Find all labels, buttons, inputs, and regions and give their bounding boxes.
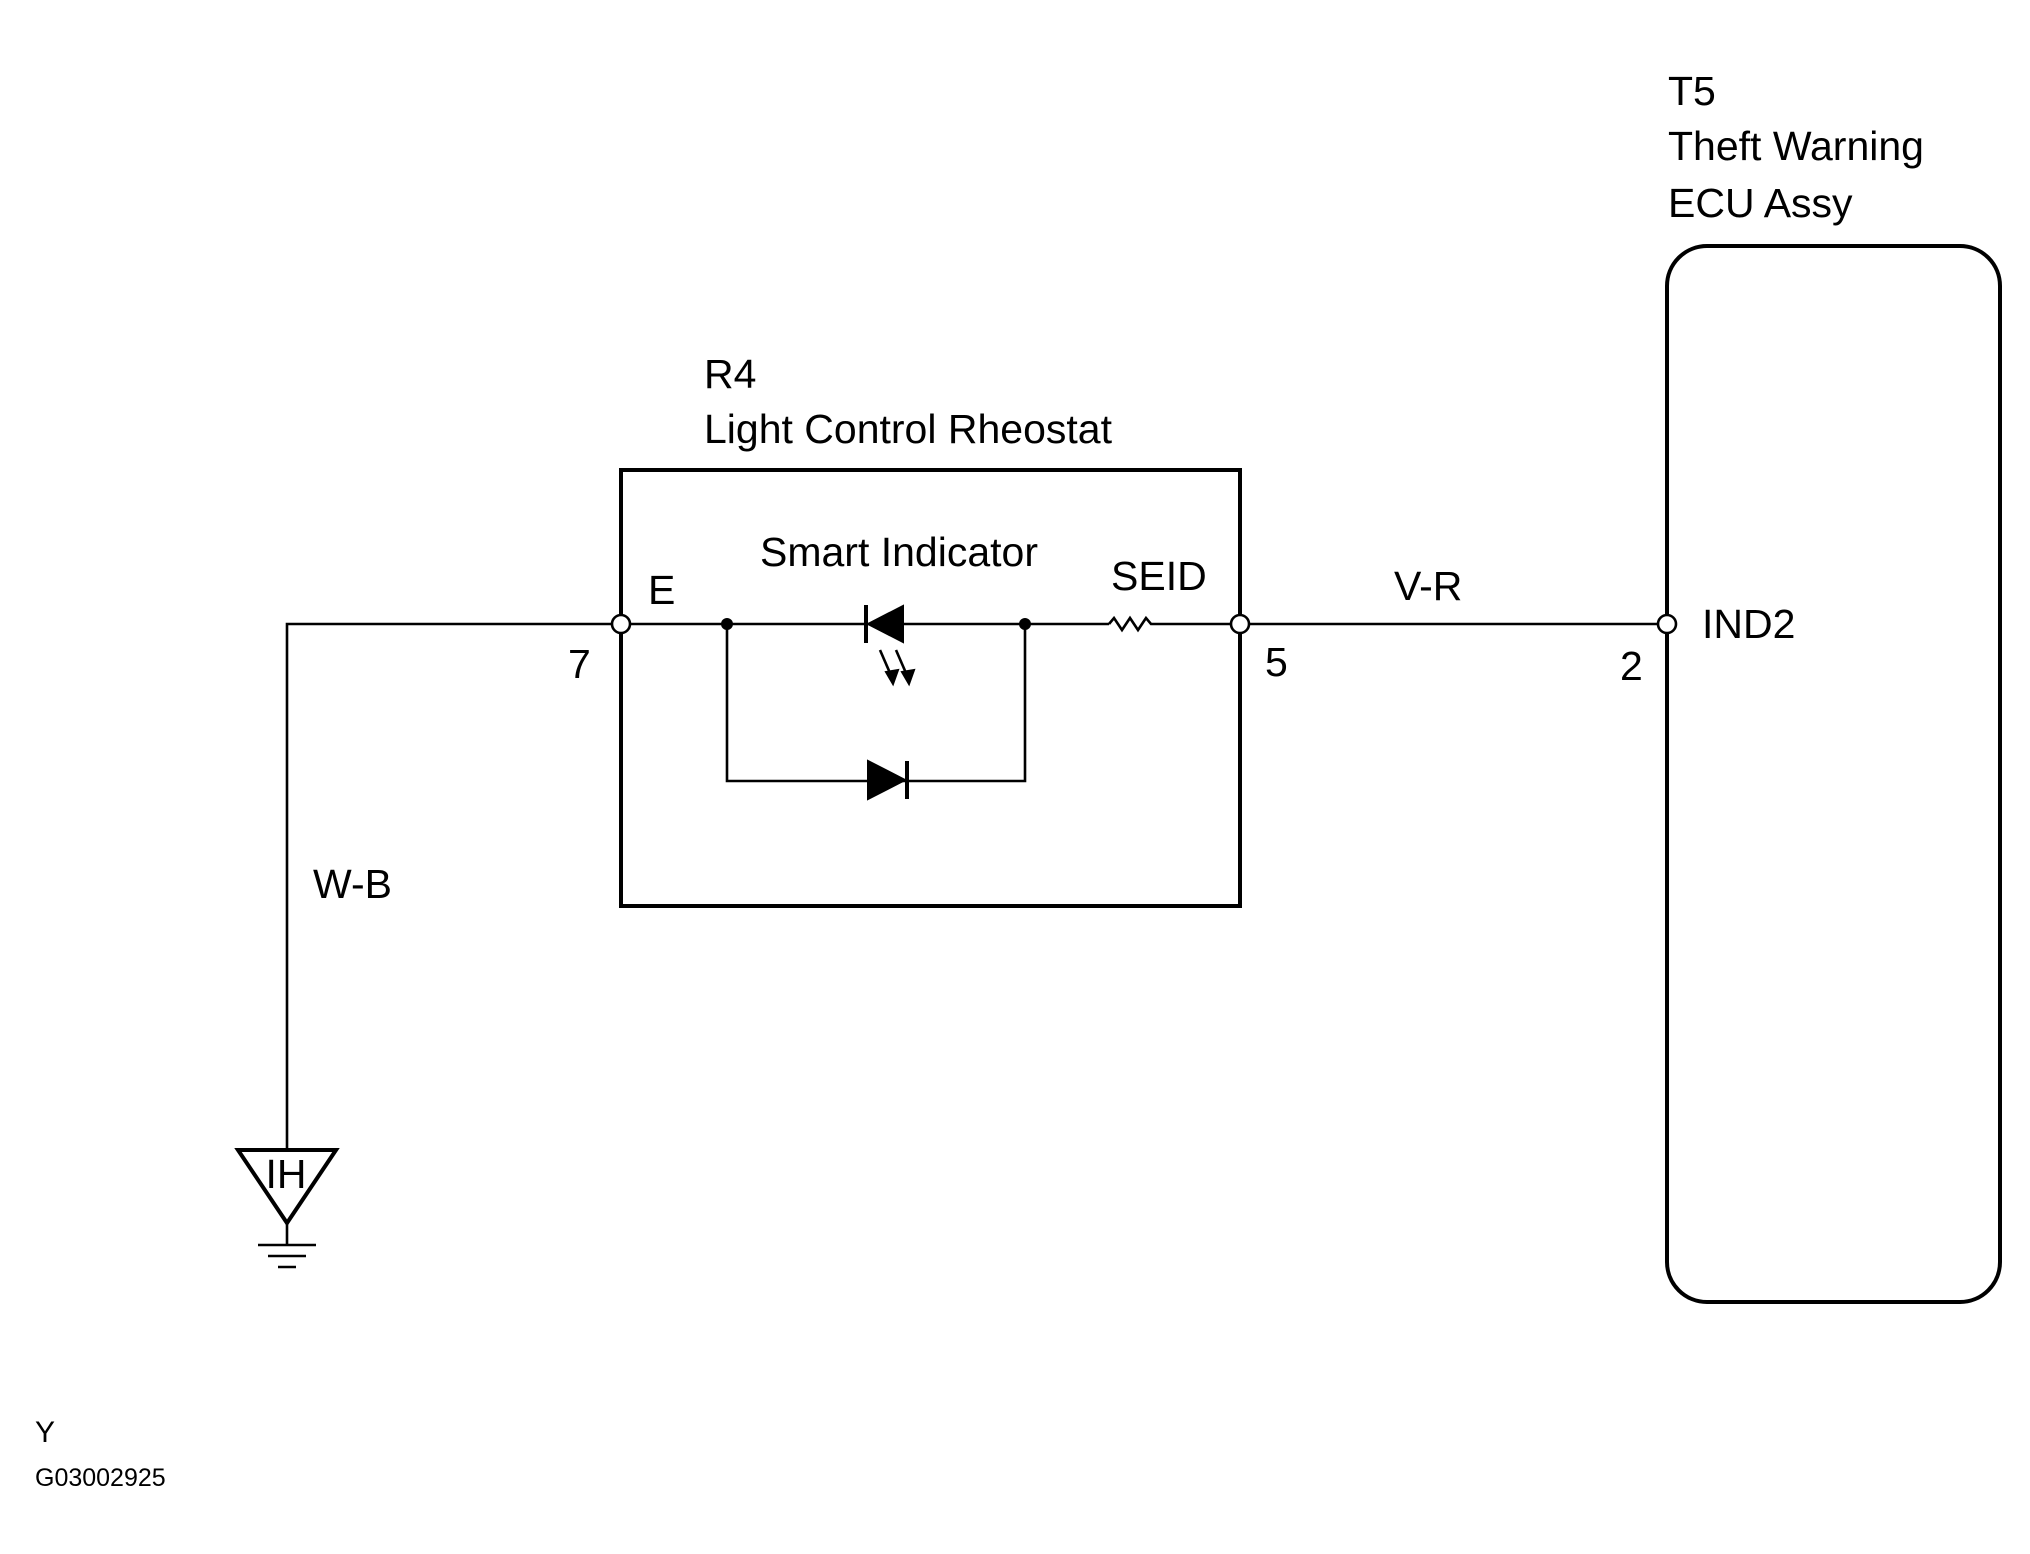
junction-dot-left [721, 618, 733, 630]
rheostat-name: Light Control Rheostat [704, 406, 1113, 452]
ecu-box [1665, 244, 2002, 1304]
ecu-name-line1: Theft Warning [1668, 123, 1924, 169]
ecu-name-line2: ECU Assy [1668, 180, 1853, 226]
junction-dot-right [1019, 618, 1031, 630]
pin-7-label: 7 [568, 641, 591, 687]
figure-code: G03002925 [35, 1464, 166, 1492]
terminal-seid-label: SEID [1111, 553, 1207, 599]
ground-wire [285, 622, 621, 1150]
indicator-bottom-branch [725, 624, 1027, 783]
ground-point-label: IH [266, 1151, 307, 1197]
connector-pin-2 [1656, 613, 1678, 635]
resistor-symbol [1108, 615, 1240, 633]
ground-wire-color-label: W-B [313, 861, 392, 907]
ecu-code: T5 [1668, 68, 1716, 114]
ground-symbol [234, 1148, 340, 1269]
smart-indicator-label: Smart Indicator [760, 529, 1038, 575]
led-symbol [864, 604, 916, 687]
connector-pin-5 [1229, 613, 1251, 635]
signal-wire-color-label: V-R [1394, 563, 1462, 609]
terminal-e-label: E [648, 567, 675, 613]
connector-pin-7 [610, 613, 632, 635]
pin-5-label: 5 [1265, 639, 1288, 685]
rheostat-code: R4 [704, 351, 756, 397]
rheostat-box [619, 468, 1242, 908]
terminal-ind2-label: IND2 [1702, 601, 1795, 647]
footer-letter: Y [35, 1416, 55, 1449]
pin-2-label: 2 [1620, 643, 1643, 689]
diode-symbol [867, 759, 909, 801]
